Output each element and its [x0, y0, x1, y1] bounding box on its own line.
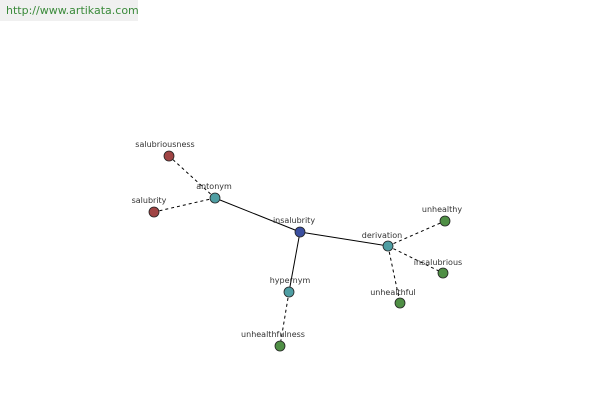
- edge-derivation-insalubrious: [387, 245, 444, 274]
- node-derivation[interactable]: [382, 240, 394, 252]
- edge-insalubrity-derivation: [299, 231, 389, 247]
- edge-antonym-salubriousness: [168, 155, 216, 199]
- node-salubrity[interactable]: [148, 206, 160, 218]
- node-salubriousness[interactable]: [163, 150, 175, 162]
- node-label-insalubrity: insalubrity: [273, 216, 315, 225]
- edge-derivation-unhealthy: [387, 220, 446, 247]
- node-label-salubrity: salubrity: [132, 196, 167, 205]
- node-unhealthy[interactable]: [439, 215, 451, 227]
- edge-antonym-salubrity: [153, 197, 216, 213]
- node-label-hypernym: hypernym: [270, 276, 311, 285]
- label-layer: insalubrity antonym derivation hypernym salu…: [132, 140, 463, 339]
- node-unhealthfulness[interactable]: [274, 340, 286, 352]
- node-label-unhealthful: unhealthful: [370, 288, 416, 297]
- node-label-derivation: derivation: [362, 231, 402, 240]
- node-insalubrious[interactable]: [437, 267, 449, 279]
- node-unhealthful[interactable]: [394, 297, 406, 309]
- edge-insalubrity-antonym: [214, 197, 301, 233]
- node-label-salubriousness: salubriousness: [135, 140, 194, 149]
- node-hypernym[interactable]: [283, 286, 295, 298]
- edge-insalubrity-hypernym: [288, 231, 301, 293]
- source-url-link[interactable]: http://www.artikata.com: [0, 0, 138, 21]
- node-insalubrity[interactable]: [294, 226, 306, 238]
- node-label-unhealthy: unhealthy: [422, 205, 462, 214]
- node-layer: [148, 150, 451, 352]
- node-label-unhealthfulness: unhealthfulness: [241, 330, 305, 339]
- edge-derivation-unhealthful: [387, 245, 401, 304]
- edge-layer: [153, 155, 446, 347]
- node-label-insalubrious: insalubrious: [414, 258, 462, 267]
- node-label-antonym: antonym: [196, 182, 232, 191]
- node-antonym[interactable]: [209, 192, 221, 204]
